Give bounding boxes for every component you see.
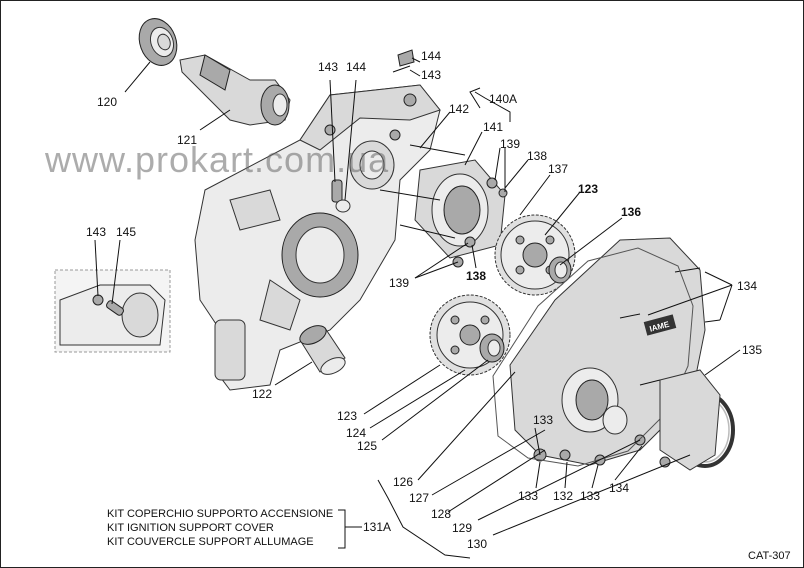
- kit-ref: 131A: [363, 520, 391, 534]
- cap-135: [659, 369, 721, 471]
- label-137: 137: [548, 162, 568, 176]
- label-142: 142: [449, 102, 469, 116]
- label-141: 141: [483, 120, 503, 134]
- ring-136: [548, 256, 572, 284]
- label-144-right: 144: [421, 49, 441, 63]
- washer-124-125: [479, 333, 505, 363]
- label-135: 135: [742, 343, 762, 357]
- label-144-top: 144: [346, 60, 366, 74]
- label-123-left: 123: [337, 409, 357, 423]
- label-143-right: 143: [421, 68, 441, 82]
- label-125: 125: [357, 439, 377, 453]
- kit-line-it: KIT COPERCHIO SUPPORTO ACCENSIONE: [107, 508, 333, 520]
- label-130: 130: [467, 537, 487, 551]
- label-143-inset: 143: [86, 225, 106, 239]
- inset-detail: [54, 269, 171, 353]
- label-136: 136: [621, 205, 641, 219]
- bearing-120: [138, 18, 178, 66]
- spacer-141: [379, 144, 508, 268]
- gasket-126: [492, 247, 694, 467]
- label-129: 129: [452, 521, 472, 535]
- leader-lines: [94, 57, 741, 559]
- iame-logo-plate: [643, 314, 677, 336]
- label-134-bottom: 134: [609, 481, 629, 495]
- screw-144: [392, 49, 415, 73]
- label-133-br: 133: [580, 489, 600, 503]
- label-122: 122: [252, 387, 272, 401]
- pin-143-144: [331, 179, 351, 213]
- label-143-top: 143: [318, 60, 338, 74]
- label-134-right: 134: [737, 279, 757, 293]
- label-123-top: 123: [578, 182, 598, 196]
- ignition-cover: [509, 237, 721, 468]
- label-139-left: 139: [389, 276, 409, 290]
- gear-123: [429, 294, 511, 376]
- label-138-mid: 138: [466, 269, 486, 283]
- label-139-top: 139: [500, 137, 520, 151]
- label-133-mid: 133: [533, 413, 553, 427]
- label-126: 126: [393, 475, 413, 489]
- label-127: 127: [409, 491, 429, 505]
- kit-line-en: KIT IGNITION SUPPORT COVER: [107, 522, 274, 534]
- part-labels: 120 121 122 123 123 124 125 126 127 128 …: [86, 49, 762, 551]
- label-140A: 140A: [489, 92, 517, 106]
- shaft-121: [179, 54, 291, 126]
- label-132: 132: [553, 489, 573, 503]
- label-120: 120: [97, 95, 117, 109]
- kit-line-fr: KIT COUVERCLE SUPPORT ALLUMAGE: [107, 536, 314, 548]
- catalog-code: CAT-307: [748, 550, 791, 562]
- crankcase: [194, 84, 441, 391]
- label-138-top: 138: [527, 149, 547, 163]
- label-133-bl: 133: [518, 489, 538, 503]
- label-145-inset: 145: [116, 225, 136, 239]
- bushing-122: [299, 325, 346, 375]
- watermark: www.prokart.com.ua: [44, 139, 389, 180]
- kit-block: KIT COPERCHIO SUPPORTO ACCENSIONE KIT IG…: [107, 508, 391, 548]
- label-124: 124: [346, 426, 366, 440]
- label-121: 121: [177, 133, 197, 147]
- label-128: 128: [431, 507, 451, 521]
